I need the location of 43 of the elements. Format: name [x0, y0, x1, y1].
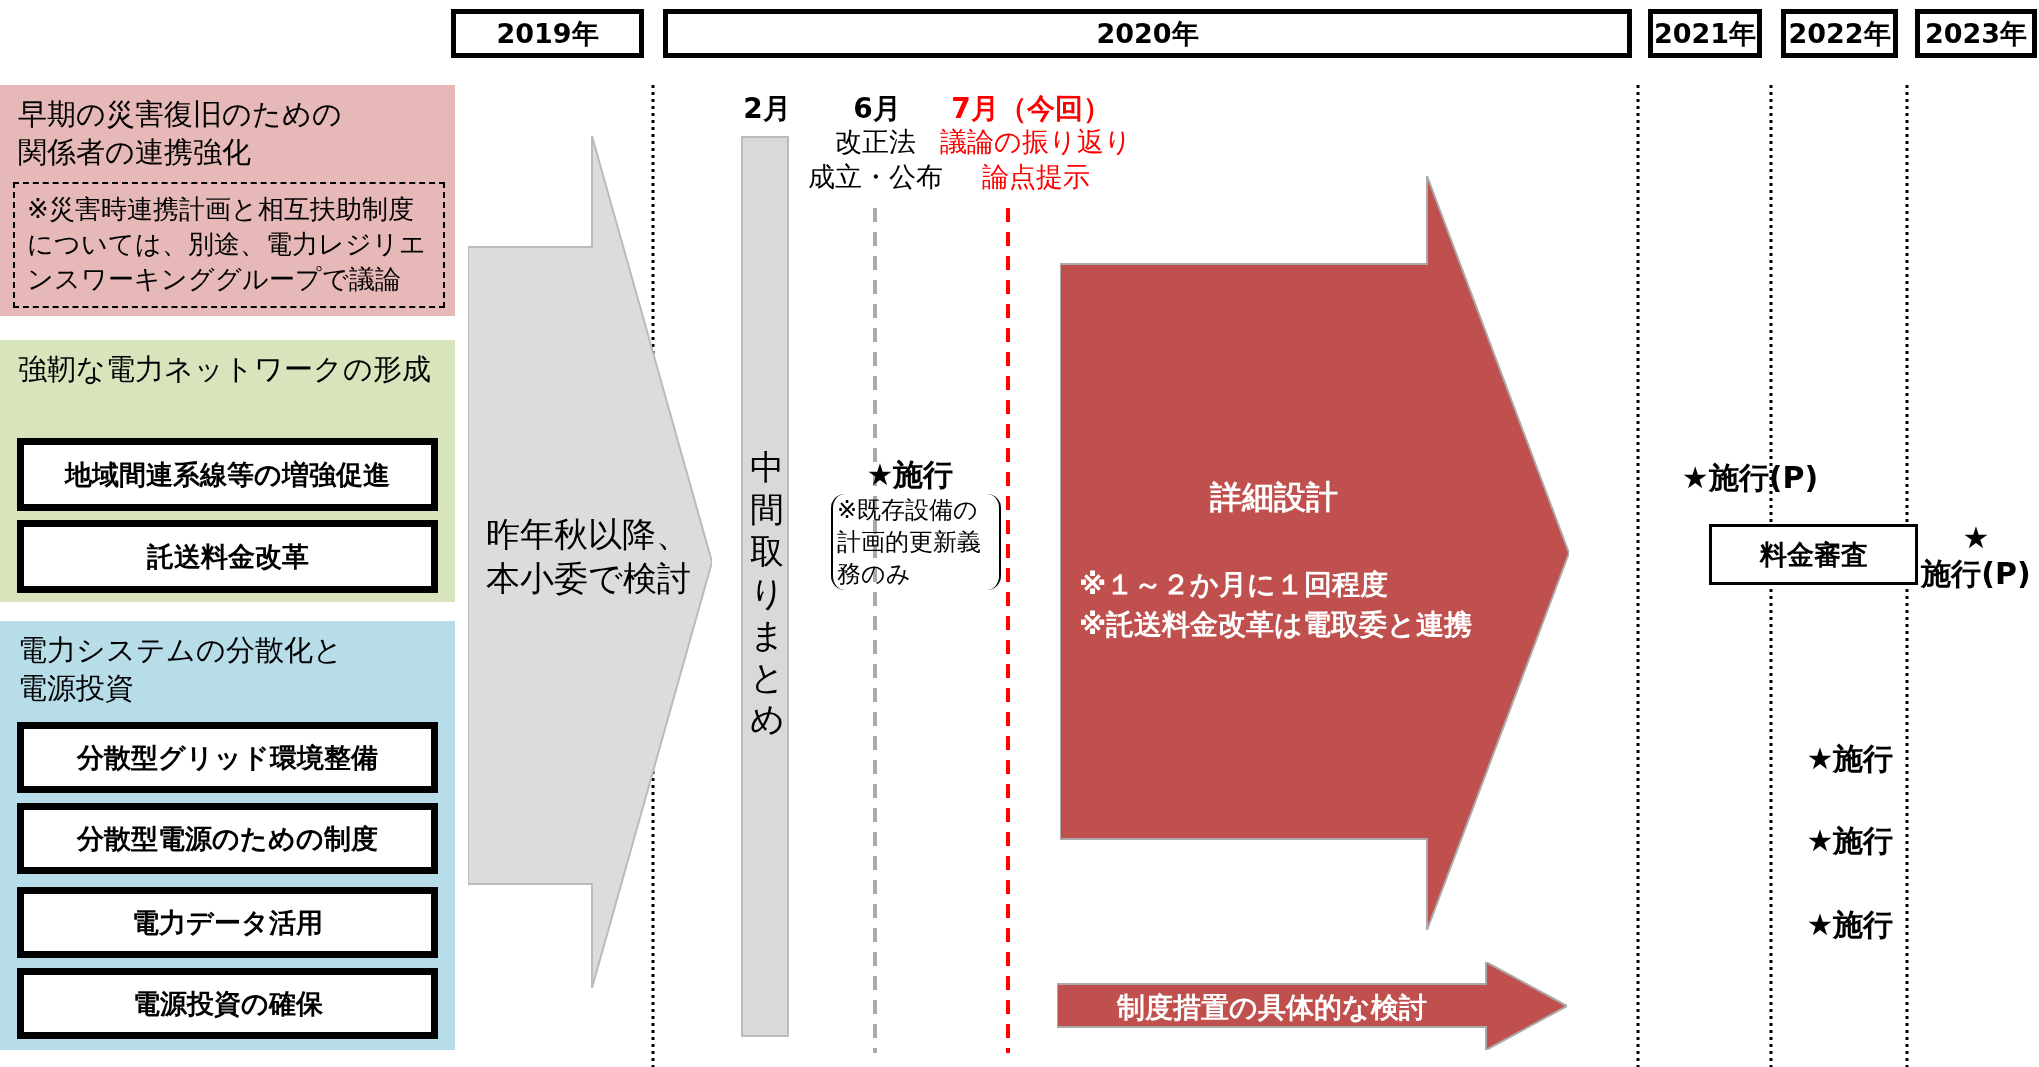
arrow-note: ※託送料金改革は電取委と連携 — [1079, 607, 1473, 643]
milestone-text: 議論の振り返り — [940, 125, 1132, 159]
panel-title: 強靭な電力ネットワークの形成 — [18, 351, 432, 388]
milestone-text: 改正法 — [834, 125, 916, 159]
measure-box: 電源投資の確保 — [17, 968, 438, 1039]
month-label: 2月 — [743, 91, 791, 127]
milestone-text: 成立・公布 — [807, 160, 943, 194]
year-header: 2023年 — [1915, 9, 2037, 58]
panel-title: 早期の災害復旧のための関係者の連携強化 — [18, 96, 343, 171]
enforcement-mark: ★施行 — [866, 456, 954, 494]
note-box: ※災害時連携計画と相互扶助制度については、別途、電力レジリエンスワーキンググループで議論 — [13, 182, 445, 308]
star-mark: ★ — [1962, 520, 1990, 556]
measure-box: 託送料金改革 — [17, 520, 438, 593]
year-header: 2022年 — [1781, 9, 1898, 58]
measure-box: 分散型グリッド環境整備 — [17, 722, 438, 793]
vertical-text: 中間取りまとめ — [749, 446, 785, 740]
arrow-text: 昨年秋以降、本小委で検討 — [486, 513, 692, 600]
bracketed-note: ※既存設備の計画的更新義務のみ — [831, 494, 1001, 590]
category-panel — [0, 85, 455, 316]
arrow-note: ※１～２か月に１回程度 — [1079, 567, 1389, 603]
measure-box: 分散型電源のための制度 — [17, 803, 438, 874]
milestone-bar — [741, 136, 789, 1037]
enforcement-mark: ★施行(P) — [1681, 459, 1819, 497]
measure-box: 地域間連系線等の増強促進 — [17, 438, 438, 511]
enforcement-mark: ★施行 — [1806, 906, 1894, 944]
month-label: 7月（今回） — [951, 91, 1111, 127]
year-header: 2020年 — [663, 9, 1632, 58]
arrow-text: 制度措置の具体的な検討 — [1117, 990, 1427, 1026]
enforcement-mark: 施行(P) — [1921, 556, 2031, 592]
year-header: 2021年 — [1648, 9, 1762, 58]
enforcement-mark: ★施行 — [1806, 822, 1894, 860]
phase-shape — [468, 136, 712, 988]
category-panel — [0, 621, 455, 1050]
panel-title: 電力システムの分散化と電源投資 — [18, 632, 344, 707]
arrow-title: 詳細設計 — [1210, 477, 1338, 518]
study-phase-shape — [1057, 962, 1567, 1050]
year-header: 2019年 — [451, 9, 644, 58]
enforcement-mark: ★施行 — [1806, 740, 1894, 778]
milestone-text: 論点提示 — [982, 160, 1090, 194]
measure-box: 電力データ活用 — [17, 887, 438, 958]
month-label: 6月 — [853, 91, 901, 127]
review-box: 料金審査 — [1709, 524, 1918, 585]
category-panel — [0, 340, 455, 602]
